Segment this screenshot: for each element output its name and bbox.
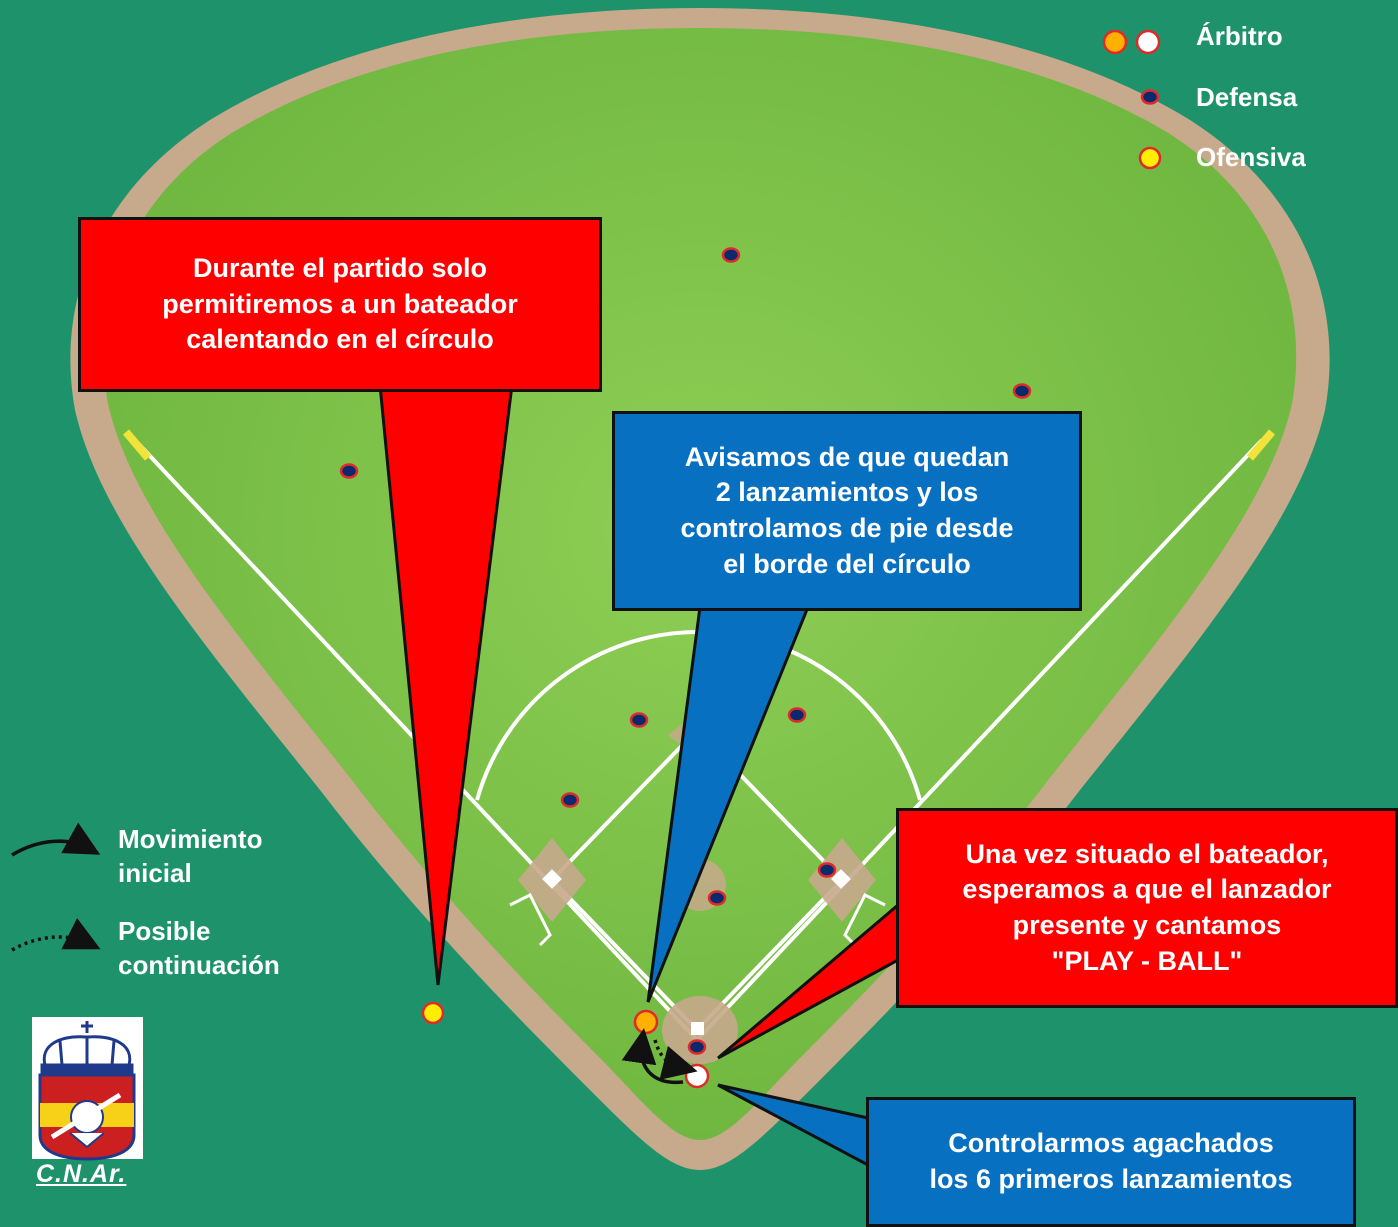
legend-solid-arrow xyxy=(11,822,101,857)
defense-player-center-field xyxy=(721,247,741,263)
defense-player-catcher xyxy=(687,1039,707,1055)
legend-movimiento-label: Movimiento inicial xyxy=(118,824,263,888)
first-base-coach-box xyxy=(843,892,886,947)
cnar-logo xyxy=(32,1017,143,1161)
defense-player-pitcher xyxy=(707,890,727,906)
umpire-white xyxy=(684,1063,710,1089)
legend-arbitro-label: Árbitro xyxy=(1196,21,1283,51)
defense-player-shortstop xyxy=(629,712,649,728)
right-foul-pole xyxy=(1246,429,1276,461)
defense-player-left-field xyxy=(339,463,359,479)
third-base xyxy=(542,869,562,889)
callout-situado: Una vez situado el bateador, esperamos a… xyxy=(896,808,1398,1008)
defense-player-second-base xyxy=(787,707,807,723)
legend-defense-marker xyxy=(1140,89,1160,105)
offense-player-on-deck xyxy=(421,1001,445,1025)
legend-offense-marker xyxy=(1138,146,1162,170)
umpire-orange xyxy=(633,1009,659,1035)
legend-umpire-orange-marker xyxy=(1102,29,1128,55)
first-base xyxy=(831,869,851,889)
right-foul-line xyxy=(695,438,1264,1042)
logo-caption: C.N.Ar. xyxy=(36,1160,127,1188)
legend-ofensiva-label: Ofensiva xyxy=(1196,142,1306,172)
legend-umpire-white-marker xyxy=(1135,29,1161,55)
possible-continuation-arrow xyxy=(653,1039,698,1080)
defense-player-first-base xyxy=(817,862,837,878)
initial-movement-arrow xyxy=(621,1028,684,1085)
third-base-coach-box xyxy=(509,892,552,947)
callout-agachados: Controlarmos agachados los 6 primeros la… xyxy=(866,1097,1356,1227)
home-plate xyxy=(691,1022,704,1035)
defense-players xyxy=(339,247,1032,1055)
callout-avisamos: Avisamos de que quedan 2 lanzamientos y … xyxy=(612,411,1082,611)
legend-dotted-arrow xyxy=(11,917,101,952)
legend-continuacion-label: Posible continuación xyxy=(118,916,280,980)
defense-player-third-base xyxy=(560,792,580,808)
legend-defensa-label: Defensa xyxy=(1196,82,1298,112)
defense-player-right-field xyxy=(1012,383,1032,399)
left-foul-pole xyxy=(122,429,152,461)
callout-partido: Durante el partido solo permitiremos a u… xyxy=(78,217,602,392)
crown-icon xyxy=(40,1021,134,1075)
